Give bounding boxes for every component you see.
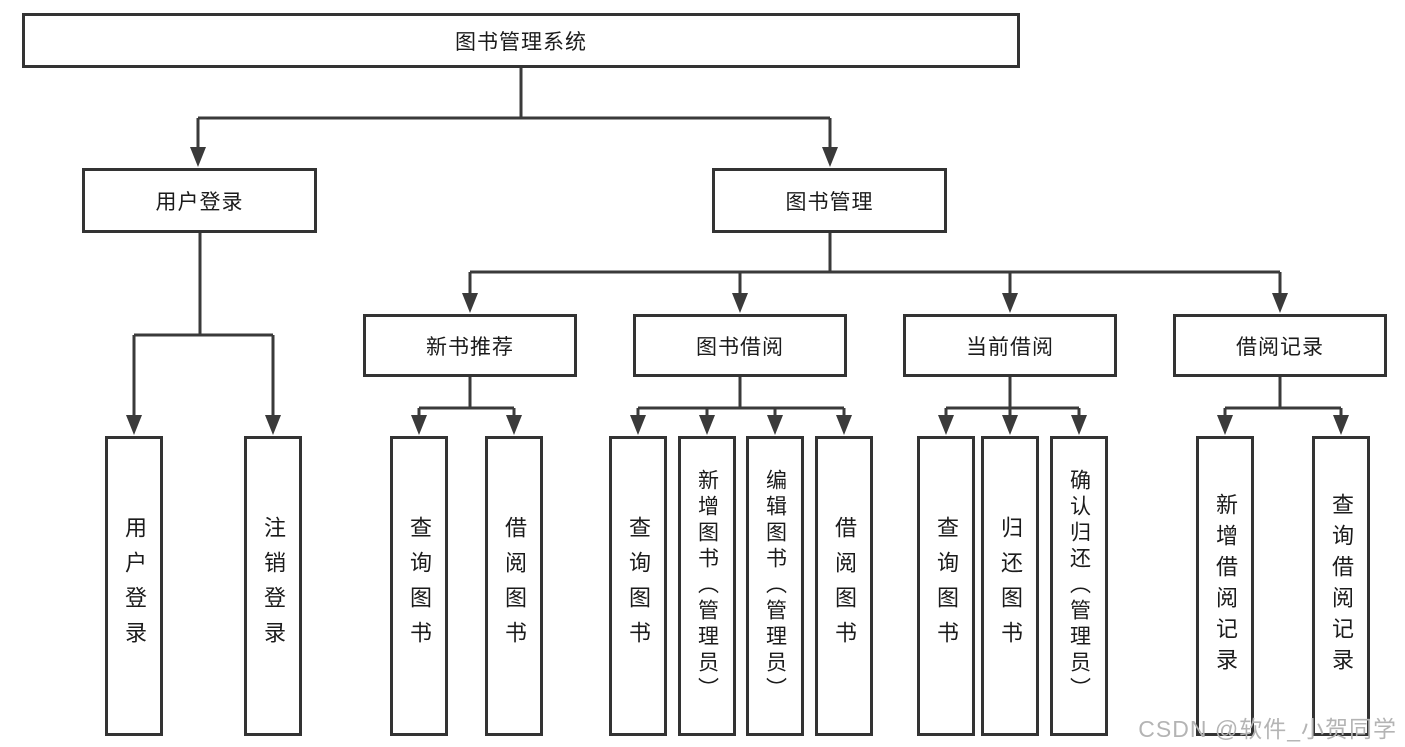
- leaf-label: 查询图书: [626, 516, 651, 656]
- leaf-logout: 注销登录: [244, 436, 302, 736]
- arrowhead: [630, 415, 646, 435]
- leaf-user-login: 用户登录: [105, 436, 163, 736]
- node-book-management-module: 图书管理: [712, 168, 947, 233]
- leaf-label: 查询借阅记录: [1329, 493, 1354, 679]
- node-current-borrowing: 当前借阅: [903, 314, 1117, 377]
- leaf-label: 新增借阅记录: [1213, 493, 1238, 679]
- node-book-borrowing: 图书借阅: [633, 314, 847, 377]
- leaf-borrow-edit-books-admin: 编辑图书（管理员）: [746, 436, 804, 736]
- leaf-label: 借阅图书: [502, 516, 527, 656]
- arrowhead: [126, 415, 142, 435]
- arrowhead: [411, 415, 427, 435]
- leaf-record-add: 新增借阅记录: [1196, 436, 1254, 736]
- leaf-label: 查询图书: [407, 516, 432, 656]
- leaf-current-confirm-return-admin: 确认归还（管理员）: [1050, 436, 1108, 736]
- arrowhead: [767, 415, 783, 435]
- arrowhead: [836, 415, 852, 435]
- arrowhead: [822, 147, 838, 167]
- arrowhead: [732, 293, 748, 313]
- leaf-label: 确认归还（管理员）: [1067, 469, 1091, 703]
- leaf-newbook-borrow-books: 借阅图书: [485, 436, 543, 736]
- leaf-label: 注销登录: [261, 516, 286, 656]
- leaf-label: 查询图书: [934, 516, 959, 656]
- leaf-borrow-borrow-books: 借阅图书: [815, 436, 873, 736]
- node-user-login-module: 用户登录: [82, 168, 317, 233]
- leaf-label: 编辑图书（管理员）: [763, 469, 787, 703]
- leaf-current-return-books: 归还图书: [981, 436, 1039, 736]
- arrowhead: [1071, 415, 1087, 435]
- leaf-newbook-query-books: 查询图书: [390, 436, 448, 736]
- leaf-label: 用户登录: [122, 516, 147, 656]
- leaf-record-query: 查询借阅记录: [1312, 436, 1370, 736]
- arrowhead: [938, 415, 954, 435]
- leaf-borrow-add-books-admin: 新增图书（管理员）: [678, 436, 736, 736]
- arrowhead: [462, 293, 478, 313]
- arrowhead: [1002, 415, 1018, 435]
- node-new-book-recommend: 新书推荐: [363, 314, 577, 377]
- node-root-system: 图书管理系统: [22, 13, 1020, 68]
- leaf-borrow-query-books: 查询图书: [609, 436, 667, 736]
- arrowhead: [1333, 415, 1349, 435]
- arrowhead: [1217, 415, 1233, 435]
- arrowhead: [699, 415, 715, 435]
- leaf-label: 归还图书: [998, 516, 1023, 656]
- arrowhead: [506, 415, 522, 435]
- node-borrowing-records: 借阅记录: [1173, 314, 1387, 377]
- csdn-watermark: CSDN @软件_小贺同学: [1138, 716, 1397, 742]
- leaf-label: 借阅图书: [832, 516, 857, 656]
- leaf-label: 新增图书（管理员）: [695, 469, 719, 703]
- arrowhead: [1272, 293, 1288, 313]
- leaf-current-query-books: 查询图书: [917, 436, 975, 736]
- arrowhead: [1002, 293, 1018, 313]
- arrowhead: [190, 147, 206, 167]
- arrowhead: [265, 415, 281, 435]
